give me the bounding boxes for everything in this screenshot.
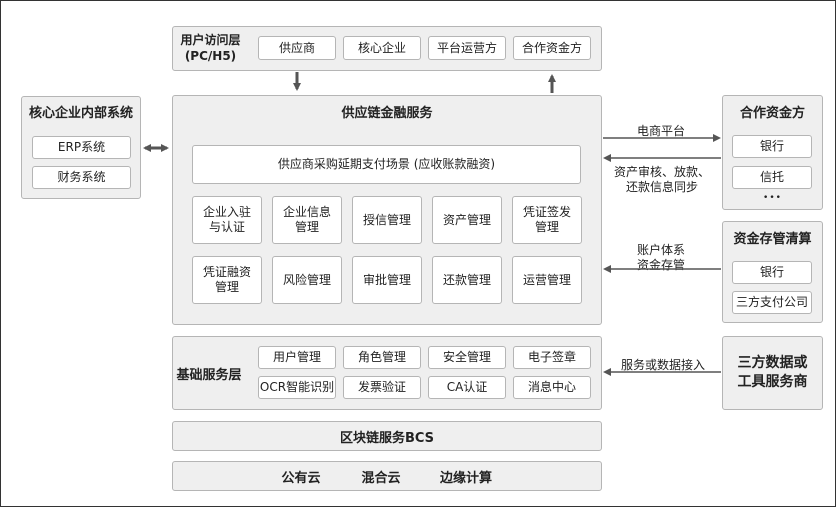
user-item-core-enterprise: 核心企业 bbox=[343, 36, 421, 60]
cloud-edge: 边缘计算 bbox=[439, 471, 492, 486]
base-ocr: OCR智能识别 bbox=[258, 376, 336, 399]
base-user-mgmt: 用户管理 bbox=[258, 346, 336, 369]
module-approval: 审批管理 bbox=[352, 256, 422, 304]
module-operations: 运营管理 bbox=[512, 256, 582, 304]
base-invoice-verify: 发票验证 bbox=[343, 376, 421, 399]
base-ca-cert: CA认证 bbox=[428, 376, 506, 399]
funder-trust: 信托 bbox=[732, 166, 812, 189]
user-item-funder: 合作资金方 bbox=[513, 36, 591, 60]
module-voucher-financing: 凭证融资 管理 bbox=[192, 256, 262, 304]
blockchain-title: 区块链服务BCS bbox=[339, 430, 435, 446]
third-party-provider: 三方数据或 工具服务商 bbox=[722, 336, 823, 410]
base-security-mgmt: 安全管理 bbox=[428, 346, 506, 369]
custody-third-party-payment: 三方支付公司 bbox=[732, 291, 812, 314]
finance-system: 财务系统 bbox=[32, 166, 131, 189]
cloud-layer bbox=[172, 461, 602, 491]
third-party-title: 三方数据或 工具服务商 bbox=[737, 355, 808, 390]
base-message-center: 消息中心 bbox=[513, 376, 591, 399]
base-role-mgmt: 角色管理 bbox=[343, 346, 421, 369]
user-item-supplier: 供应商 bbox=[258, 36, 336, 60]
module-enterprise-onboarding: 企业入驻 与认证 bbox=[192, 196, 262, 244]
module-voucher-issue: 凭证签发 管理 bbox=[512, 196, 582, 244]
module-risk: 风险管理 bbox=[272, 256, 342, 304]
funder-title: 合作资金方 bbox=[739, 106, 805, 121]
blockchain-layer: 区块链服务BCS bbox=[172, 421, 602, 451]
flow-label-asset-review: 资产审核、放款、 还款信息同步 bbox=[613, 165, 710, 194]
cloud-hybrid: 混合云 bbox=[361, 471, 401, 486]
funder-bank: 银行 bbox=[732, 135, 812, 158]
scf-scenario: 供应商采购延期支付场景 (应收账款融资) bbox=[192, 145, 581, 184]
base-service-title: 基础服务层 bbox=[176, 368, 242, 383]
cloud-public: 公有云 bbox=[281, 471, 321, 486]
flow-label-service-access: 服务或数据接入 bbox=[620, 358, 705, 372]
module-repayment: 还款管理 bbox=[432, 256, 502, 304]
funder-more: ••• bbox=[763, 193, 782, 203]
base-e-signature: 电子签章 bbox=[513, 346, 591, 369]
core-enterprise-title: 核心企业内部系统 bbox=[28, 106, 133, 121]
user-access-layer-title: 用户访问层 (PC/H5) bbox=[180, 33, 241, 63]
module-enterprise-info: 企业信息 管理 bbox=[272, 196, 342, 244]
scf-service-title: 供应链金融服务 bbox=[341, 106, 433, 121]
flow-label-ecommerce: 电商平台 bbox=[636, 124, 685, 138]
user-item-platform-operator: 平台运营方 bbox=[428, 36, 506, 60]
custody-title: 资金存管清算 bbox=[733, 232, 812, 247]
custody-bank: 银行 bbox=[732, 261, 812, 284]
module-asset: 资产管理 bbox=[432, 196, 502, 244]
flow-label-account: 账户体系 资金存管 bbox=[636, 243, 685, 272]
erp-system: ERP系统 bbox=[32, 136, 131, 159]
module-credit: 授信管理 bbox=[352, 196, 422, 244]
